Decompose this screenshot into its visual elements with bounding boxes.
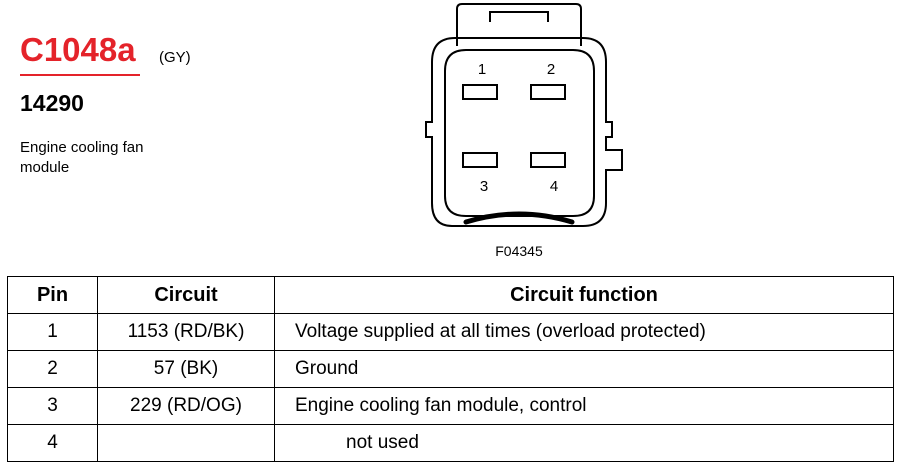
cell-pin: 2 [7, 350, 98, 388]
pin-label-2: 2 [547, 61, 555, 78]
pin-label-4: 4 [550, 178, 558, 195]
connector-id: C1048a [20, 31, 136, 68]
connector-housing-outer [425, 37, 623, 227]
figure-id: F04345 [495, 243, 543, 259]
header-circuit-function: Circuit function [274, 276, 894, 314]
connector-latch-notch [489, 11, 549, 22]
cell-circuit [97, 424, 275, 462]
table-header-row: Pin Circuit Circuit function [7, 276, 894, 314]
cell-pin: 1 [7, 313, 98, 351]
table-row: 3 229 (RD/OG) Engine cooling fan module,… [7, 387, 894, 425]
cell-circuit: 229 (RD/OG) [97, 387, 275, 425]
pin-table: Pin Circuit Circuit function 1 1153 (RD/… [7, 276, 894, 462]
cell-function: Engine cooling fan module, control [274, 387, 894, 425]
table-row: 1 1153 (RD/BK) Voltage supplied at all t… [7, 313, 894, 351]
header-circuit: Circuit [97, 276, 275, 314]
cell-pin: 3 [7, 387, 98, 425]
pin-cavity-4 [530, 152, 566, 168]
cell-pin: 4 [7, 424, 98, 462]
connector-housing-inner [444, 49, 595, 217]
connector-diagram: 1 2 3 4 F04345 [425, 3, 623, 259]
cell-function: Ground [274, 350, 894, 388]
component-name: Engine cooling fan module [20, 139, 144, 176]
cell-function: Voltage supplied at all times (overload … [274, 313, 894, 351]
cell-circuit: 57 (BK) [97, 350, 275, 388]
connector-id-underline [20, 74, 140, 76]
part-number: 14290 [20, 90, 84, 116]
table-row: 2 57 (BK) Ground [7, 350, 894, 388]
table-row: 4 not used [7, 424, 894, 462]
header-pin: Pin [7, 276, 98, 314]
cell-function: not used [274, 424, 894, 462]
pin-cavity-2 [530, 84, 566, 100]
connector-key-bar [463, 211, 575, 225]
cell-circuit: 1153 (RD/BK) [97, 313, 275, 351]
pin-label-3: 3 [480, 178, 488, 195]
connector-color: (GY) [159, 49, 191, 66]
pin-label-1: 1 [478, 61, 486, 78]
pin-cavity-3 [462, 152, 498, 168]
connector-latch-tab [456, 3, 582, 46]
pin-cavity-1 [462, 84, 498, 100]
